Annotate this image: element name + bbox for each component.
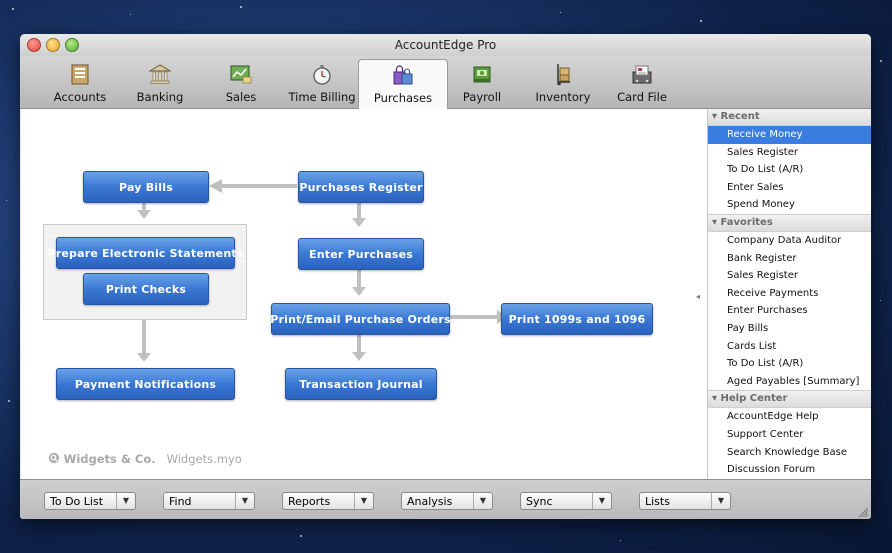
purchases-register-button[interactable]: Purchases Register (298, 171, 424, 203)
help-item[interactable]: Discussion Forum (727, 464, 816, 476)
favorites-section-header[interactable]: ▾ Favorites (708, 213, 871, 232)
module-tab-bar: Accounts Banking Sales Time Billing Purc… (20, 56, 871, 110)
prepare-electronic-statements-button[interactable]: Prepare Electronic Statements (47, 237, 243, 269)
close-window-button[interactable] (27, 38, 41, 52)
transaction-journal-button[interactable]: Transaction Journal (285, 368, 437, 400)
title-bar: AccountEdge Pro (20, 34, 871, 56)
shopping-bags-icon (393, 65, 413, 85)
resize-grip-icon[interactable] (858, 507, 868, 517)
favorites-item[interactable]: Receive Payments (727, 287, 819, 299)
tab-time-billing[interactable]: Time Billing (286, 56, 358, 108)
help-item[interactable]: AccountEdge Help (727, 411, 819, 423)
zoom-window-button[interactable] (65, 38, 79, 52)
recent-item[interactable]: Spend Money (727, 199, 795, 211)
favorites-item[interactable]: Enter Purchases (727, 305, 808, 317)
favorites-item[interactable]: Pay Bills (727, 322, 769, 334)
recent-item[interactable]: Sales Register (727, 146, 798, 158)
shortcuts-sidebar: ▾ Recent Receive Money Sales Register To… (707, 109, 871, 479)
chevron-down-icon: ▼ (711, 493, 730, 509)
pane-splitter-handle[interactable]: ◂ (696, 292, 701, 301)
hand-truck-icon (557, 64, 570, 86)
tab-purchases[interactable]: Purchases (358, 59, 448, 110)
tab-inventory[interactable]: Inventory (524, 56, 602, 108)
company-info: Widgets & Co. Widgets.myo (48, 452, 242, 466)
pay-bills-button[interactable]: Pay Bills (83, 171, 209, 203)
company-file: Widgets.myo (166, 452, 242, 466)
sales-icon (230, 65, 252, 84)
help-center-section-header[interactable]: ▾ Help Center (708, 390, 871, 409)
reports-dropdown[interactable]: Reports▼ (282, 492, 374, 510)
tab-banking[interactable]: Banking (124, 56, 196, 108)
chevron-down-icon: ▼ (473, 493, 492, 509)
chevron-down-icon: ▼ (354, 493, 373, 509)
favorites-item[interactable]: Sales Register (727, 270, 798, 282)
stopwatch-icon (313, 65, 331, 85)
to-do-list-dropdown[interactable]: To Do List▼ (44, 492, 136, 510)
flow-connectors (137, 179, 507, 362)
analysis-dropdown[interactable]: Analysis▼ (401, 492, 493, 510)
sync-dropdown[interactable]: Sync▼ (520, 492, 612, 510)
payment-notifications-button[interactable]: Payment Notifications (56, 368, 235, 400)
chevron-down-icon: ▼ (116, 493, 135, 509)
favorites-item[interactable]: Company Data Auditor (727, 234, 842, 246)
bank-icon (148, 64, 172, 84)
chevron-down-icon: ▼ (592, 493, 611, 509)
favorites-item[interactable]: Bank Register (727, 252, 797, 264)
app-window: AccountEdge Pro Accounts Banking Sales T… (20, 34, 871, 519)
tab-payroll[interactable]: Payroll (446, 56, 518, 108)
print-checks-button[interactable]: Print Checks (83, 273, 209, 305)
help-item[interactable]: Search Knowledge Base (727, 446, 848, 458)
help-item[interactable]: Support Center (727, 428, 804, 440)
tab-card-file[interactable]: Card File (606, 56, 678, 108)
company-name: Widgets & Co. (63, 452, 156, 466)
purchases-command-center: Pay Bills Purchases Register Prepare Ele… (21, 109, 707, 479)
card-file-icon (632, 65, 652, 84)
recent-section-header[interactable]: ▾ Recent (708, 109, 871, 126)
favorites-item[interactable]: To Do List (A/R) (727, 358, 804, 370)
tab-sales[interactable]: Sales (206, 56, 276, 108)
minimize-window-button[interactable] (46, 38, 60, 52)
payroll-icon (473, 66, 491, 83)
find-dropdown[interactable]: Find▼ (163, 492, 255, 510)
favorites-item[interactable]: Aged Payables [Summary] (727, 375, 860, 387)
recent-item[interactable]: To Do List (A/R) (727, 164, 804, 176)
bottom-toolbar: To Do List▼ Find▼ Reports▼ Analysis▼ Syn… (20, 479, 871, 519)
print-1099s-button[interactable]: Print 1099s and 1096 (501, 303, 653, 335)
chevron-down-icon: ▼ (235, 493, 254, 509)
tab-accounts[interactable]: Accounts (42, 56, 118, 108)
favorites-item[interactable]: Cards List (727, 340, 777, 352)
window-title: AccountEdge Pro (394, 38, 497, 52)
lists-dropdown[interactable]: Lists▼ (639, 492, 731, 510)
recent-item[interactable]: Receive Money (708, 126, 871, 144)
recent-item[interactable]: Enter Sales (727, 181, 784, 193)
print-email-purchase-orders-button[interactable]: Print/Email Purchase Orders (270, 303, 451, 335)
ledger-icon (71, 64, 89, 85)
company-logo-icon (48, 452, 60, 464)
enter-purchases-button[interactable]: Enter Purchases (298, 238, 424, 270)
